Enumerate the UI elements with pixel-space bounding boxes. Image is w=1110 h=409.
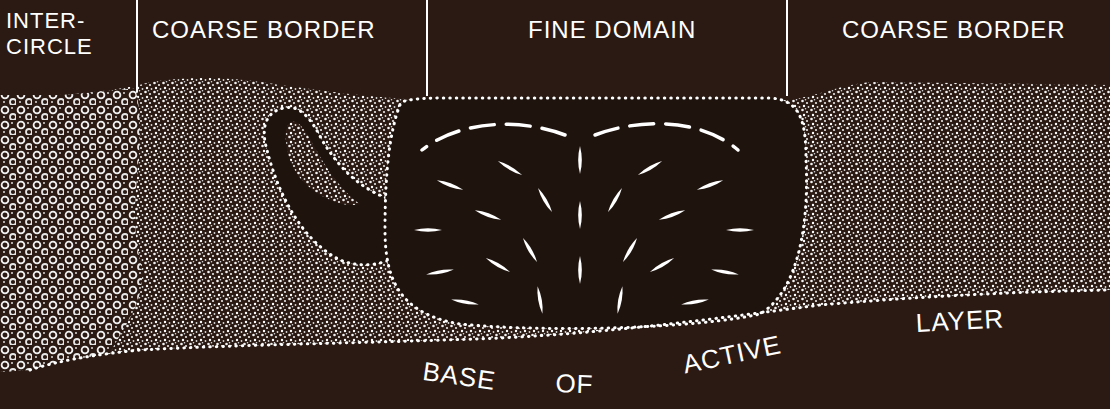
fine-domain — [385, 98, 807, 329]
active-layer-base — [30, 290, 1110, 370]
zone-header: INTER- CIRCLE — [6, 8, 131, 61]
inter-circle-stones — [0, 88, 142, 372]
layer-label: OF — [555, 368, 594, 400]
layer-label: LAYER — [915, 303, 1005, 339]
folded-coarse — [286, 122, 360, 205]
zone-header: FINE DOMAIN — [528, 16, 696, 45]
fine-intrusion — [264, 107, 394, 264]
column-dividers — [137, 0, 787, 96]
coarse-border-ground — [0, 78, 1110, 372]
zone-header: COARSE BORDER — [842, 16, 1066, 45]
zone-header: COARSE BORDER — [152, 16, 376, 45]
circulation-streaks — [414, 146, 754, 314]
